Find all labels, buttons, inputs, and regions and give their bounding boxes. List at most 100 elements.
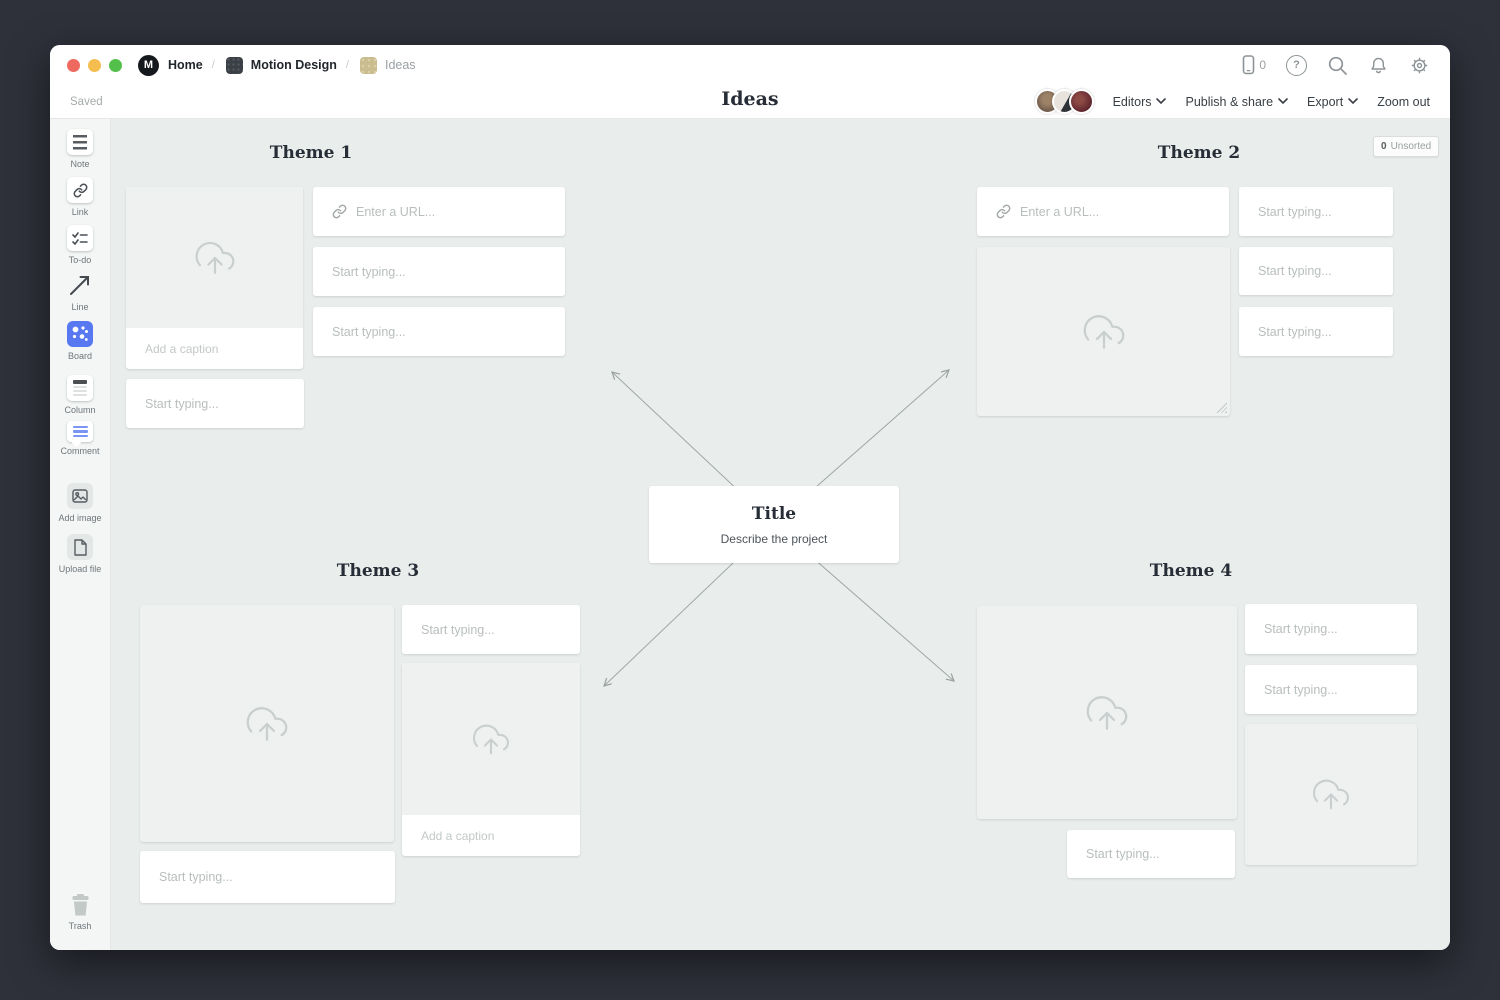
note-card[interactable]: Start typing... [1239,307,1393,356]
image-card[interactable] [140,605,394,842]
tool-label: Link [71,207,89,217]
note-card[interactable]: Start typing... [140,851,395,903]
note-card[interactable]: Start typing... [313,307,565,356]
sidebar-tool-link[interactable]: Link [50,177,110,217]
note-card[interactable]: Start typing... [402,605,580,654]
comment-bubble-icon [67,421,93,448]
tool-label: Trash [68,921,92,931]
sidebar-tool-add-image[interactable]: Add image [50,483,110,523]
note-placeholder: Start typing... [145,396,219,411]
settings-gear-icon[interactable] [1409,55,1430,76]
tool-label: Upload file [58,564,102,574]
image-card[interactable]: Add a caption [402,663,580,856]
sidebar-tool-comment[interactable]: Comment [50,421,110,456]
note-placeholder: Start typing... [332,324,406,339]
note-card[interactable]: Start typing... [126,379,304,428]
sidebar-tool-column[interactable]: Column [50,375,110,415]
project-title: Title [751,503,797,524]
notifications-bell-icon[interactable] [1368,55,1389,76]
editors-button[interactable]: Editors [1113,95,1167,109]
publish-share-label: Publish & share [1185,94,1274,109]
note-placeholder: Start typing... [1258,324,1332,339]
chevron-down-icon [1278,98,1288,105]
image-card[interactable]: Add a caption [126,187,303,369]
image-upload-zone[interactable] [126,187,303,328]
fullscreen-window-button[interactable] [109,58,122,72]
todo-checklist-icon [67,225,93,251]
note-placeholder: Start typing... [332,264,406,279]
theme-1-title[interactable]: Theme 1 [269,143,353,163]
sidebar-tool-upload-file[interactable]: Upload file [50,534,110,574]
upload-cloud-icon [246,706,288,741]
mobile-app-button[interactable]: 0 [1242,55,1266,75]
board-title[interactable]: Ideas [721,88,779,110]
note-icon [67,129,93,155]
note-card[interactable]: Start typing... [1067,830,1235,878]
project-title-card[interactable]: Title Describe the project [649,486,899,563]
editors-label: Editors [1112,94,1152,109]
unsorted-badge[interactable]: 0 Unsorted [1373,136,1440,157]
caption-field[interactable]: Add a caption [402,815,580,856]
note-placeholder: Start typing... [1086,847,1160,861]
traffic-lights [67,58,122,72]
image-upload-zone[interactable] [402,663,580,815]
file-icon [67,534,93,560]
sidebar-tool-note[interactable]: Note [50,129,110,169]
sidebar-tool-todo[interactable]: To-do [50,225,110,265]
sidebar-tool-line[interactable]: Line [50,272,110,312]
minimize-window-button[interactable] [88,58,101,72]
sidebar-trash[interactable]: Trash [50,893,110,931]
unsorted-label: Unsorted [1390,141,1432,152]
note-placeholder: Start typing... [1264,622,1338,636]
note-placeholder: Start typing... [1258,204,1332,219]
editor-avatars[interactable] [1034,89,1094,114]
caption-field[interactable]: Add a caption [126,328,303,369]
note-placeholder: Start typing... [159,870,233,884]
breadcrumb-separator: / [211,59,215,71]
breadcrumb-ideas[interactable]: Ideas [384,58,416,72]
phone-icon [1243,55,1255,75]
link-card[interactable]: Enter a URL... [977,187,1229,236]
app-window: M Home / Motion Design / Ideas 0 ? [50,45,1450,950]
theme-2-title[interactable]: Theme 2 [1157,143,1241,163]
app-logo[interactable]: M [138,54,159,76]
note-card[interactable]: Start typing... [1245,665,1417,714]
note-card[interactable]: Start typing... [1239,187,1393,236]
unsorted-count: 0 [1381,141,1387,152]
zoom-out-button[interactable]: Zoom out [1377,95,1430,109]
upload-cloud-icon [195,241,234,274]
resize-handle[interactable] [1216,402,1227,413]
url-placeholder: Enter a URL... [1020,204,1100,219]
save-status: Saved [70,95,103,108]
note-card[interactable]: Start typing... [313,247,565,296]
tool-label: To-do [68,255,92,265]
caption-placeholder: Add a caption [421,828,495,843]
image-card[interactable] [977,606,1237,819]
breadcrumb-home[interactable]: Home [168,58,203,72]
export-label: Export [1307,94,1344,109]
image-card[interactable] [1245,724,1417,865]
project-subtitle: Describe the project [720,531,828,546]
theme-3-title[interactable]: Theme 3 [336,561,420,581]
export-button[interactable]: Export [1307,95,1358,109]
titlebar: M Home / Motion Design / Ideas 0 ? [50,45,1450,85]
board-canvas[interactable]: Theme 1 Theme 2 Theme 3 Theme 4 0 Unsort… [111,119,1450,950]
upload-cloud-icon [1083,314,1124,349]
sidebar-tool-board[interactable]: Board [50,321,110,361]
close-window-button[interactable] [67,58,80,72]
image-card[interactable] [977,247,1230,416]
board-thumb-icon [359,56,377,74]
breadcrumb-motion-design[interactable]: Motion Design [250,58,337,72]
tool-sidebar: Note Link To-do [50,119,111,950]
upload-cloud-icon [473,724,509,754]
note-card[interactable]: Start typing... [1239,247,1393,295]
publish-share-button[interactable]: Publish & share [1185,95,1288,109]
chevron-down-icon [1156,98,1167,105]
link-card[interactable]: Enter a URL... [313,187,565,236]
search-icon[interactable] [1327,55,1348,76]
tool-label: Column [64,405,96,415]
note-card[interactable]: Start typing... [1245,604,1417,654]
help-icon[interactable]: ? [1286,54,1307,76]
theme-4-title[interactable]: Theme 4 [1149,561,1233,581]
chevron-down-icon [1348,98,1358,105]
